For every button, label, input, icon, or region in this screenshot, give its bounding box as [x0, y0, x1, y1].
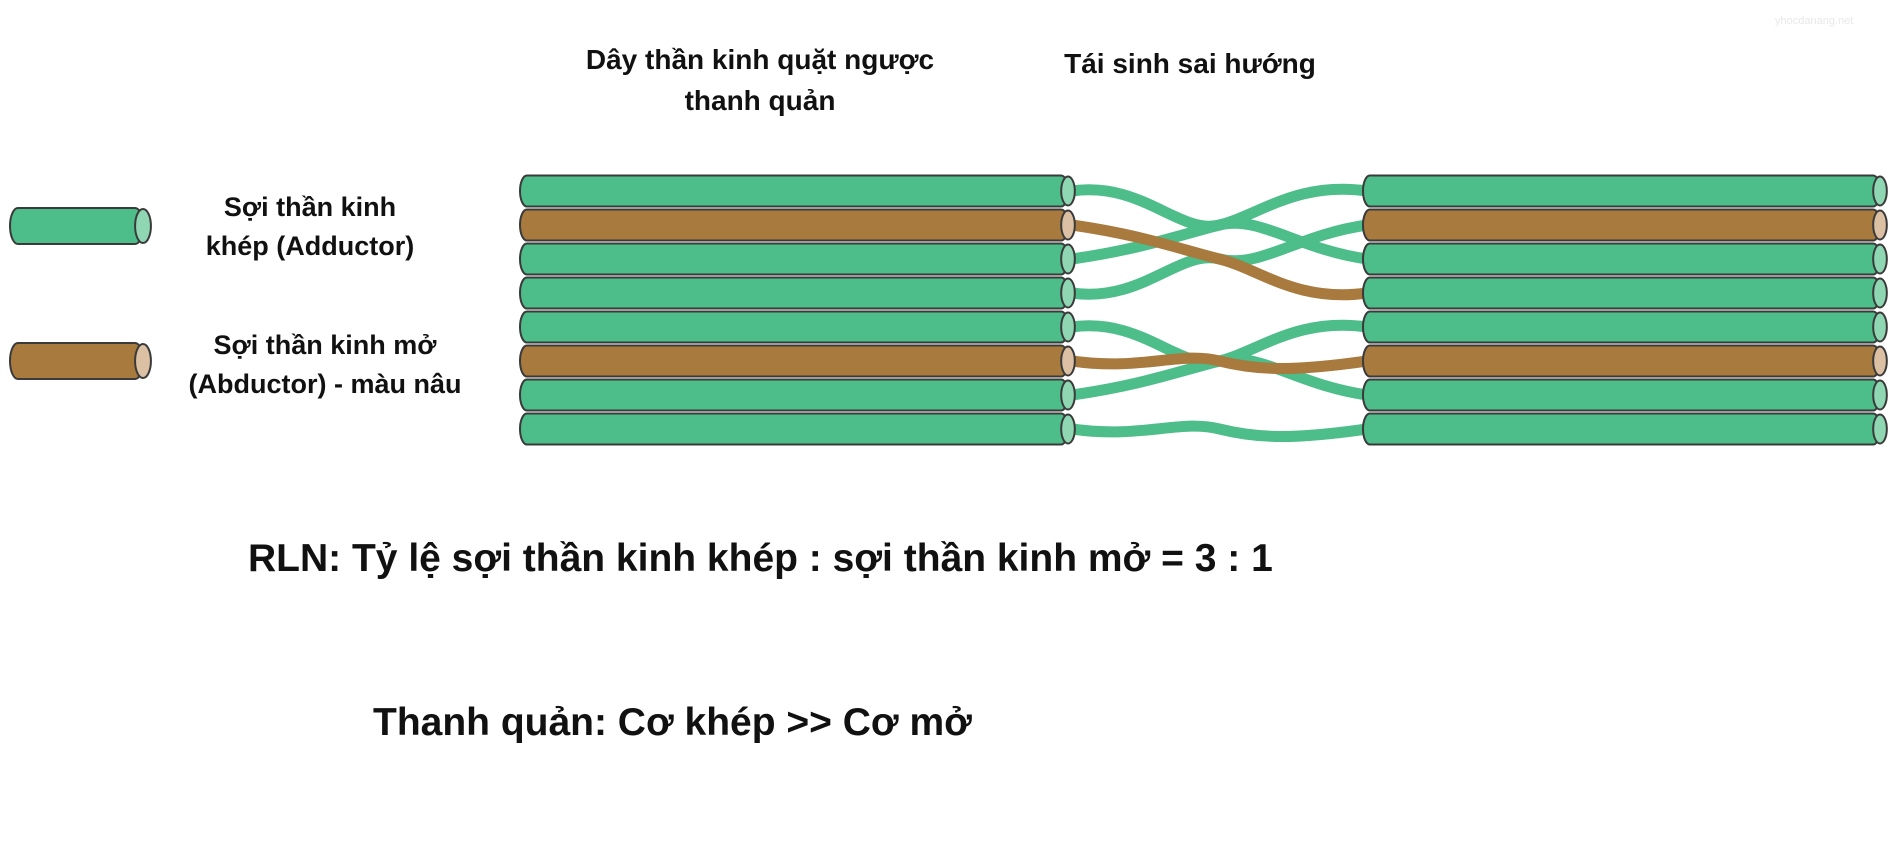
right-fiber-8	[1362, 412, 1888, 446]
legend-abductor-swatch-body	[9, 342, 144, 380]
right-fiber-3-body	[1362, 242, 1881, 276]
legend-adductor-line1: Sợi thần kinh	[223, 192, 397, 222]
legend-abductor-line1: Sợi thần kinh mở	[213, 330, 437, 360]
left-fiber-1-body	[519, 174, 1069, 208]
left-nerve-bundle	[519, 174, 1076, 446]
left-fiber-5-body	[519, 310, 1069, 344]
right-fiber-6-body	[1362, 344, 1881, 378]
legend-swatches	[9, 207, 152, 380]
left-fiber-6-end	[1060, 345, 1076, 377]
left-fiber-3	[519, 242, 1076, 276]
left-fiber-8-body	[519, 412, 1069, 446]
left-fiber-4-body	[519, 276, 1069, 310]
right-fiber-7-end	[1872, 379, 1888, 411]
legend-abductor-swatch	[9, 342, 152, 380]
left-fiber-6	[519, 344, 1076, 378]
regen-path-6	[1066, 420, 1373, 442]
right-nerve-bundle	[1362, 174, 1888, 446]
left-fiber-3-end	[1060, 243, 1076, 275]
right-fiber-5-end	[1872, 311, 1888, 343]
left-fiber-7	[519, 378, 1076, 412]
right-fiber-1-end	[1872, 175, 1888, 207]
right-fiber-2	[1362, 208, 1888, 242]
left-fiber-2-body	[519, 208, 1069, 242]
left-fiber-2	[519, 208, 1076, 242]
regen-path-8	[1066, 352, 1373, 374]
regen-path-7	[1066, 219, 1373, 301]
legend-adductor-line2: khép (Adductor)	[205, 231, 415, 262]
legend-adductor-swatch	[9, 207, 152, 245]
right-fiber-4-body	[1362, 276, 1881, 310]
right-fiber-1	[1362, 174, 1888, 208]
fiber-ratio-caption: RLN: Tỷ lệ sợi thần kinh khép : sợi thần…	[248, 537, 1273, 580]
larynx-muscle-caption: Thanh quản: Cơ khép >> Cơ mở	[373, 701, 972, 744]
watermark: yhocdanang.net	[1775, 15, 1854, 27]
left-fiber-7-body	[519, 378, 1069, 412]
original-nerve-label-line2: thanh quản	[684, 84, 836, 116]
legend-abductor-swatch-end	[134, 343, 152, 379]
right-fiber-7-body	[1362, 378, 1881, 412]
right-fiber-4	[1362, 276, 1888, 310]
right-fiber-3	[1362, 242, 1888, 276]
right-fiber-7	[1362, 378, 1888, 412]
right-fiber-8-end	[1872, 413, 1888, 445]
left-fiber-6-body	[519, 344, 1069, 378]
left-fiber-8-end	[1060, 413, 1076, 445]
regen-path-2	[1066, 183, 1373, 265]
legend-adductor-label: Sợi thần kinh khép (Adductor)	[170, 188, 450, 266]
right-fiber-2-end	[1872, 209, 1888, 241]
right-fiber-2-body	[1362, 208, 1881, 242]
legend-adductor-swatch-end	[134, 208, 152, 244]
left-fiber-5-end	[1060, 311, 1076, 343]
right-fiber-6-end	[1872, 345, 1888, 377]
left-fiber-4	[519, 276, 1076, 310]
left-fiber-1	[519, 174, 1076, 208]
legend-abductor-label: Sợi thần kinh mở (Abductor) - màu nâu	[165, 326, 485, 404]
left-fiber-2-end	[1060, 209, 1076, 241]
legend-abductor-line2: (Abductor) - màu nâu	[188, 369, 462, 400]
misdirected-regeneration-label: Tái sinh sai hướng	[1064, 48, 1316, 79]
legend-adductor-swatch-body	[9, 207, 144, 245]
right-fiber-5	[1362, 310, 1888, 344]
left-fiber-4-end	[1060, 277, 1076, 309]
right-fiber-3-end	[1872, 243, 1888, 275]
right-fiber-5-body	[1362, 310, 1881, 344]
left-fiber-8	[519, 412, 1076, 446]
left-fiber-1-end	[1060, 175, 1076, 207]
original-nerve-label: Dây thần kinh quặt ngược thanh quản	[560, 40, 960, 121]
right-fiber-8-body	[1362, 412, 1881, 446]
left-fiber-5	[519, 310, 1076, 344]
right-fiber-1-body	[1362, 174, 1881, 208]
right-fiber-6	[1362, 344, 1888, 378]
left-fiber-3-body	[519, 242, 1069, 276]
right-fiber-4-end	[1872, 277, 1888, 309]
left-fiber-7-end	[1060, 379, 1076, 411]
original-nerve-label-line1: Dây thần kinh quặt ngược	[585, 44, 935, 75]
regeneration-paths	[1066, 183, 1373, 442]
